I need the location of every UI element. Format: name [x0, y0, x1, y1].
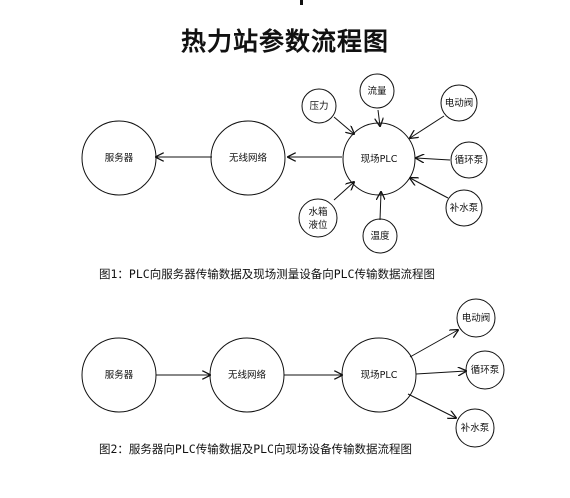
- f2-pump-node: [465, 350, 505, 390]
- f2-edge-plc-to-valve: [409, 330, 458, 358]
- f1-pump-label: 循环泵: [455, 154, 484, 166]
- f1-makeup-node: [445, 189, 483, 227]
- figure1-caption: 图1：PLC向服务器传输数据及现场测量设备向PLC传输数据流程图: [99, 267, 435, 281]
- figure2: [81, 298, 505, 448]
- f1-edge-valve-to-plc: [410, 115, 445, 138]
- f1-valve-label: 电动阀: [445, 97, 474, 109]
- f1-plc-label: 现场PLC: [361, 154, 398, 165]
- f2-pump-label: 循环泵: [471, 364, 500, 376]
- f1-tank-node: [298, 198, 338, 238]
- f1-pump-node: [450, 141, 488, 179]
- f1-edge-pressure-to-plc: [333, 116, 354, 134]
- f1-server-label: 服务器: [105, 152, 134, 164]
- f2-wireless-label: 无线网络: [228, 369, 267, 381]
- f1-edge-pump-to-plc: [416, 158, 451, 160]
- f1-tank-label-line1: 水箱: [308, 206, 327, 218]
- f1-temp-label: 温度: [370, 230, 390, 242]
- f1-edge-temp-to-plc: [380, 192, 381, 221]
- f1-edge-flow-to-plc: [378, 109, 380, 126]
- f1-temp-node: [362, 218, 398, 254]
- f2-makeup-node: [455, 408, 495, 448]
- f1-tank-label-line2: 液位: [308, 219, 328, 231]
- page-title: 热力站参数流程图: [180, 27, 389, 56]
- f1-wireless-node: [210, 120, 286, 196]
- top-edge-mark: [300, 0, 303, 5]
- f1-flow-node: [359, 73, 395, 109]
- f1-pressure-label: 压力: [309, 100, 328, 112]
- f2-valve-label: 电动阀: [462, 312, 491, 324]
- f1-flow-label: 流量: [367, 85, 387, 97]
- f2-server-label: 服务器: [105, 369, 134, 381]
- f2-wireless-node: [209, 337, 285, 413]
- f2-plc-node: [341, 337, 417, 413]
- figure1: [81, 73, 488, 254]
- f1-edge-tank-to-plc: [333, 182, 354, 201]
- f1-edge-makeup-to-plc: [410, 178, 449, 199]
- f1-pressure-node: [301, 88, 337, 124]
- f2-server-node: [81, 337, 157, 413]
- f1-makeup-label: 补水泵: [450, 202, 479, 214]
- f1-valve-node: [440, 84, 478, 122]
- f1-server-node: [81, 120, 157, 196]
- f2-edge-plc-to-makeup: [407, 393, 456, 418]
- figure2-caption: 图2：服务器向PLC传输数据及PLC向现场设备传输数据流程图: [99, 442, 412, 456]
- f2-edge-plc-to-pump: [415, 371, 466, 374]
- f2-plc-label: 现场PLC: [361, 370, 398, 381]
- f2-valve-node: [456, 298, 496, 338]
- figure2-labels: 服务器 无线网络 现场PLC 电动阀 循环泵 补水泵: [105, 312, 500, 434]
- f1-plc-node: [342, 122, 416, 196]
- f2-makeup-label: 补水泵: [461, 422, 490, 434]
- figure1-labels: 服务器 无线网络 现场PLC 压力 流量 电动阀 循环泵 补水泵 温度 水箱 液…: [105, 85, 484, 242]
- f1-wireless-label: 无线网络: [229, 152, 268, 164]
